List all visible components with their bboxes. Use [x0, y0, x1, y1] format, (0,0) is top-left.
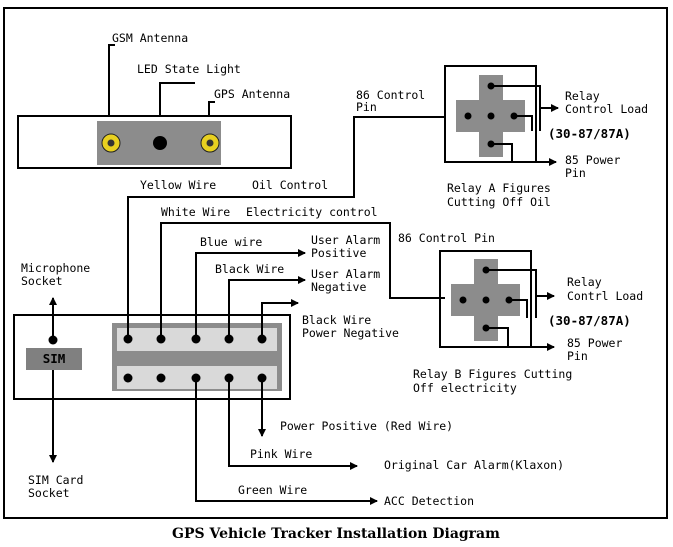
gps-antenna-label: GPS Antenna [214, 87, 290, 101]
top-device-box [17, 115, 292, 169]
sim-card-label-1: SIM Card [28, 473, 83, 487]
user-alarm-negative-label-2: Negative [311, 280, 366, 294]
original-car-alarm-label: Original Car Alarm(Klaxon) [384, 458, 564, 472]
gps-antenna-lead [208, 101, 215, 116]
relay-b-box [439, 250, 532, 348]
relay-b-pin-left [459, 296, 467, 304]
pin-bottom-2 [156, 373, 166, 383]
led-state-lead [159, 82, 195, 116]
relay-b-86-label: 86 Control Pin [398, 231, 495, 245]
black-wire-label-1: Black Wire [215, 262, 284, 276]
relay-a-load-label-2: Control Load [565, 102, 648, 116]
gsm-antenna-lead [108, 44, 115, 116]
relay-a-86-label-2: Pin [356, 100, 377, 114]
relay-b-load-lead-1 [486, 269, 537, 318]
acc-detection-label: ACC Detection [384, 494, 474, 508]
yellow-wire [127, 116, 445, 339]
blue-wire [195, 249, 306, 339]
gsm-antenna-label: GSM Antenna [112, 31, 188, 45]
relay-a-caption-2: Cutting Off Oil [447, 195, 551, 209]
black-wire-label-2: Black Wire [302, 313, 371, 327]
black-wire-alarm [228, 276, 306, 339]
user-alarm-negative-label-1: User Alarm [311, 267, 380, 281]
relay-a-load-lead-2 [514, 115, 533, 131]
microphone-label-2: Socket [21, 274, 63, 288]
relay-a-caption-1: Relay A Figures [447, 181, 551, 195]
relay-b-load-label-1: Relay [567, 275, 602, 289]
green-wire-label: Green Wire [238, 483, 307, 497]
white-wire-label: White Wire [161, 205, 230, 219]
gsm-antenna-connector-center [107, 139, 115, 147]
user-alarm-positive-label-1: User Alarm [311, 233, 380, 247]
sim-card-label-2: Socket [28, 486, 70, 500]
led-state-light-label: LED State Light [137, 62, 241, 76]
microphone-label-1: Microphone [21, 261, 90, 275]
gps-antenna-connector-center [206, 139, 214, 147]
outer-frame [3, 7, 668, 519]
electricity-control-label: Electricity control [246, 205, 378, 219]
relay-a-85-label-1: 85 Power [565, 153, 620, 167]
pink-wire [228, 378, 358, 470]
pin-bottom-1 [123, 373, 133, 383]
relay-a-load-label-1: Relay [565, 89, 600, 103]
power-negative-label: Power Negative [302, 326, 399, 340]
diagram-title: GPS Vehicle Tracker Installation Diagram [172, 526, 500, 542]
green-wire [195, 378, 378, 505]
white-wire [160, 222, 445, 339]
relay-b-caption-1: Relay B Figures Cutting [413, 367, 572, 381]
relay-b-caption-2: Off electricity [413, 381, 517, 395]
power-positive-label: Power Positive (Red Wire) [280, 419, 453, 433]
relay-b-85-arrow [486, 327, 555, 351]
relay-b-85-label-2: Pin [567, 349, 588, 363]
relay-b-code-label: (30-87/87A) [548, 313, 631, 328]
oil-control-label: Oil Control [252, 178, 328, 192]
relay-a-load-lead-1 [491, 85, 541, 131]
relay-a-86-label-1: 86 Control [356, 88, 425, 102]
black-wire-power [261, 299, 299, 339]
relay-b-85-label-1: 85 Power [567, 336, 622, 350]
blue-wire-label: Blue wire [200, 235, 262, 249]
yellow-wire-label: Yellow Wire [140, 178, 216, 192]
relay-a-85-label-2: Pin [565, 166, 586, 180]
user-alarm-positive-label-2: Positive [311, 246, 366, 260]
relay-b-load-label-2: Contrl Load [567, 289, 643, 303]
pink-wire-label: Pink Wire [250, 447, 312, 461]
sim-label: SIM [43, 351, 66, 366]
relay-a-85-arrow [491, 143, 557, 166]
relay-a-pin-center [487, 112, 495, 120]
relay-a-box [444, 65, 537, 163]
relay-b-load-lead-2 [509, 299, 528, 318]
bottom-device-box [13, 314, 291, 400]
relay-a-pin-left [464, 112, 472, 120]
led-state-light [153, 136, 167, 150]
relay-a-code-label: (30-87/87A) [548, 126, 631, 141]
sim-slot [26, 348, 82, 370]
relay-b-pin-center [482, 296, 490, 304]
